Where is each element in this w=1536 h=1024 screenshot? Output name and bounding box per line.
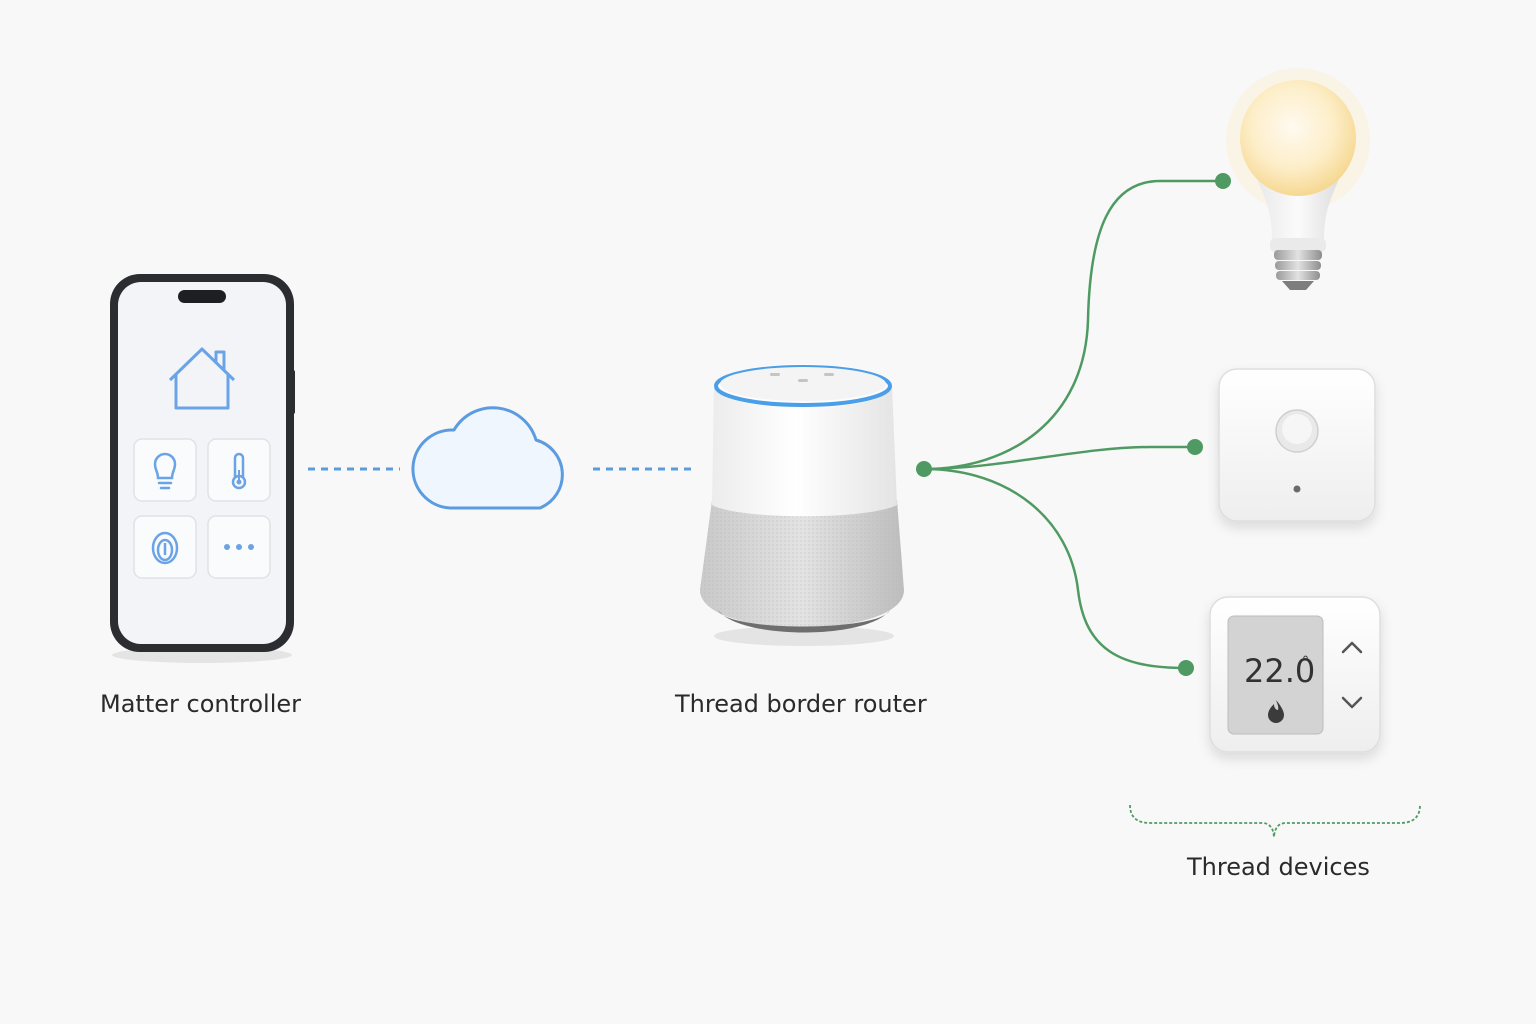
lock-icon bbox=[151, 531, 179, 565]
chevron-down-icon[interactable] bbox=[1341, 696, 1363, 709]
phone-device bbox=[110, 274, 295, 663]
tile-lock[interactable] bbox=[133, 515, 197, 579]
thermostat-screen bbox=[1227, 615, 1324, 735]
router-thread-node bbox=[916, 461, 932, 477]
thermostat-icon: 22.0 ° bbox=[1209, 596, 1381, 753]
bulb-thread-node bbox=[1215, 173, 1231, 189]
lightbulb-icon bbox=[153, 452, 177, 490]
tile-thermometer[interactable] bbox=[207, 438, 271, 502]
thread-devices-label: Thread devices bbox=[1187, 853, 1370, 881]
thermometer-icon bbox=[231, 452, 247, 490]
cloud-icon bbox=[411, 406, 564, 510]
tile-more[interactable] bbox=[207, 515, 271, 579]
thermostat-temperature: 22.0 bbox=[1244, 652, 1315, 690]
thermostat-thread-node bbox=[1178, 660, 1194, 676]
thread-border-router-label: Thread border router bbox=[675, 690, 927, 718]
thread-links bbox=[923, 179, 1223, 670]
matter-controller-label: Matter controller bbox=[100, 690, 301, 718]
phone-notch bbox=[178, 290, 226, 303]
thermostat-degree: ° bbox=[1302, 654, 1309, 670]
sensor-thread-node bbox=[1187, 439, 1203, 455]
more-dots-icon bbox=[224, 544, 254, 550]
smart-speaker-icon bbox=[700, 364, 904, 646]
flame-icon bbox=[1268, 700, 1284, 723]
chevron-up-icon[interactable] bbox=[1341, 641, 1363, 654]
light-bulb-icon bbox=[1226, 68, 1370, 290]
devices-bracket bbox=[1129, 804, 1421, 838]
home-icon bbox=[168, 347, 236, 410]
tile-light[interactable] bbox=[133, 438, 197, 502]
motion-sensor-icon bbox=[1218, 368, 1376, 522]
